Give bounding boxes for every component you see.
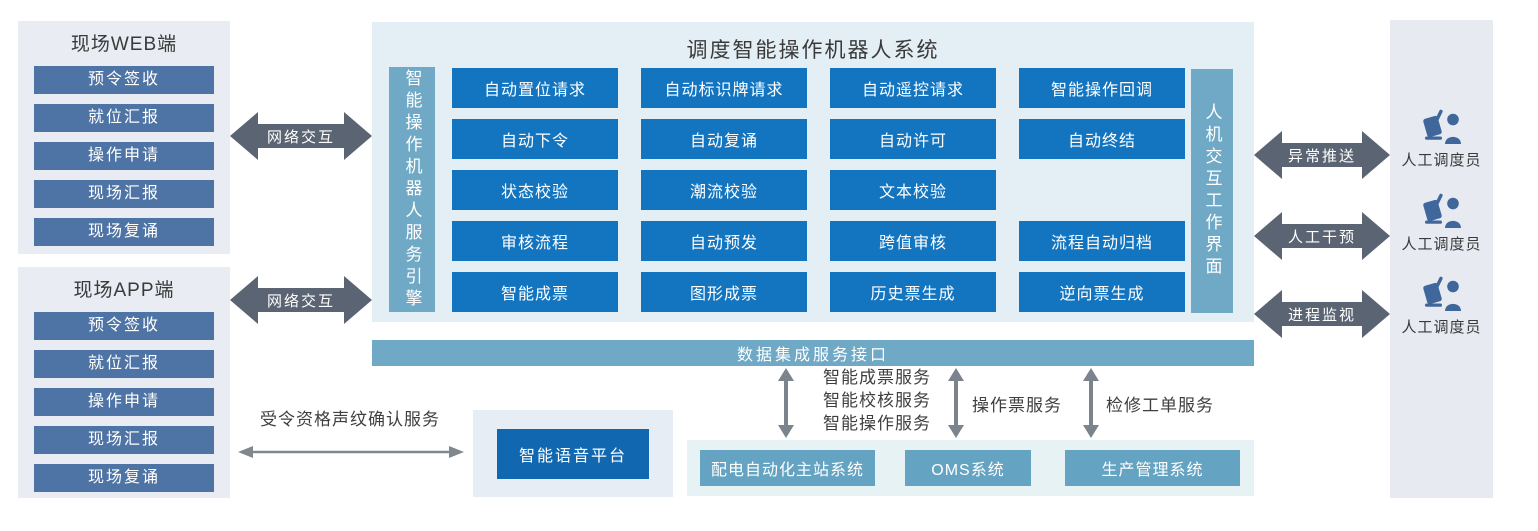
dispatcher-label: 人工调度员 — [1401, 236, 1482, 253]
dispatcher-panel: 人工调度员 人工调度员 — [1390, 20, 1493, 498]
voiceprint-service-arrow — [238, 446, 464, 458]
engine-bar: 智能操作机器人服务引擎 — [389, 67, 435, 312]
app-panel-title: 现场APP端 — [73, 280, 175, 301]
function-box: 文本校验 — [830, 170, 996, 210]
web-panel-item: 操作申请 — [34, 142, 214, 170]
hmi-bar: 人机交互工作界面 — [1191, 69, 1233, 313]
external-systems-container: 配电自动化主站系统 OMS系统 生产管理系统 — [687, 440, 1254, 496]
app-panel-item: 现场复诵 — [34, 464, 214, 492]
system-box: 生产管理系统 — [1065, 450, 1240, 486]
dispatcher-label: 人工调度员 — [1401, 152, 1482, 169]
manual-intervention-arrow: 人工干预 — [1254, 212, 1390, 260]
system-box: OMS系统 — [905, 450, 1031, 486]
vertical-double-arrow — [948, 368, 964, 438]
function-box: 自动许可 — [830, 119, 996, 159]
function-box: 智能成票 — [452, 272, 618, 312]
arrow-left-head — [230, 112, 258, 160]
web-panel-item: 现场汇报 — [34, 180, 214, 208]
function-box: 状态校验 — [452, 170, 618, 210]
network-arrow-label: 网络交互 — [258, 288, 344, 312]
function-box: 历史票生成 — [830, 272, 996, 312]
dispatcher-label: 人工调度员 — [1401, 319, 1482, 336]
dispatcher-workstation-icon — [1422, 193, 1461, 228]
app-panel-item: 预令签收 — [34, 312, 214, 340]
arrow-right-head — [1362, 212, 1390, 260]
web-panel: 现场WEB端 预令签收 就位汇报 操作申请 现场汇报 现场复诵 — [18, 21, 230, 254]
arrow-left-head — [1254, 131, 1282, 179]
service-label: 智能操作服务 — [823, 414, 931, 433]
system-box: 配电自动化主站系统 — [700, 450, 875, 486]
arrow-right-head — [344, 112, 372, 160]
function-box: 智能操作回调 — [1019, 68, 1185, 108]
integration-service-labels: 智能成票服务 智能校核服务 智能操作服务 — [823, 366, 931, 435]
service-label: 智能校核服务 — [823, 391, 931, 410]
app-panel-item: 现场汇报 — [34, 426, 214, 454]
arrow-left-head — [1254, 212, 1282, 260]
function-box: 自动复诵 — [641, 119, 807, 159]
dispatcher-workstation-icon — [1422, 276, 1461, 311]
vertical-double-arrow — [1083, 368, 1099, 438]
arrow-left-head — [230, 276, 258, 324]
voice-platform-box: 智能语音平台 — [497, 428, 649, 479]
dispatcher-group: 人工调度员 — [1390, 275, 1493, 337]
function-box: 自动下令 — [452, 119, 618, 159]
vertical-double-arrow — [778, 368, 794, 438]
function-box: 潮流校验 — [641, 170, 807, 210]
arrow-right-head — [1362, 290, 1390, 338]
exception-push-label: 异常推送 — [1282, 143, 1362, 167]
exception-push-arrow: 异常推送 — [1254, 131, 1390, 179]
dispatcher-workstation-icon — [1422, 109, 1461, 144]
app-panel-item: 就位汇报 — [34, 350, 214, 378]
function-box: 审核流程 — [452, 221, 618, 261]
voiceprint-service-label: 受令资格声纹确认服务 — [260, 410, 440, 429]
function-box: 自动预发 — [641, 221, 807, 261]
system-title: 调度智能操作机器人系统 — [686, 39, 940, 62]
process-monitor-label: 进程监视 — [1282, 302, 1362, 326]
function-box: 图形成票 — [641, 272, 807, 312]
network-arrow-label: 网络交互 — [258, 124, 344, 148]
network-arrow-app: 网络交互 — [230, 276, 372, 324]
arrow-left-head — [1254, 290, 1282, 338]
voice-platform-container: 智能语音平台 — [473, 410, 673, 497]
function-box: 自动终结 — [1019, 119, 1185, 159]
arrow-right-head — [1362, 131, 1390, 179]
manual-intervention-label: 人工干预 — [1282, 224, 1362, 248]
data-integration-bus: 数据集成服务接口 — [372, 340, 1254, 366]
web-panel-item: 现场复诵 — [34, 218, 214, 246]
operation-ticket-service-label: 操作票服务 — [972, 396, 1062, 415]
function-box: 自动标识牌请求 — [641, 68, 807, 108]
function-box: 流程自动归档 — [1019, 221, 1185, 261]
web-panel-item: 预令签收 — [34, 66, 214, 94]
function-box: 自动置位请求 — [452, 68, 618, 108]
web-panel-item: 就位汇报 — [34, 104, 214, 132]
function-box: 跨值审核 — [830, 221, 996, 261]
dispatcher-group: 人工调度员 — [1390, 108, 1493, 170]
maintenance-order-service-label: 检修工单服务 — [1106, 396, 1214, 415]
network-arrow-web: 网络交互 — [230, 112, 372, 160]
arrow-right-head — [344, 276, 372, 324]
app-panel: 现场APP端 预令签收 就位汇报 操作申请 现场汇报 现场复诵 — [18, 267, 230, 498]
dispatcher-group: 人工调度员 — [1390, 192, 1493, 254]
process-monitor-arrow: 进程监视 — [1254, 290, 1390, 338]
function-box: 自动遥控请求 — [830, 68, 996, 108]
web-panel-title: 现场WEB端 — [70, 34, 178, 55]
function-box: 逆向票生成 — [1019, 272, 1185, 312]
service-label: 智能成票服务 — [823, 368, 931, 387]
app-panel-item: 操作申请 — [34, 388, 214, 416]
central-system-panel: 调度智能操作机器人系统 智能操作机器人服务引擎 人机交互工作界面 自动置位请求 … — [372, 22, 1254, 322]
